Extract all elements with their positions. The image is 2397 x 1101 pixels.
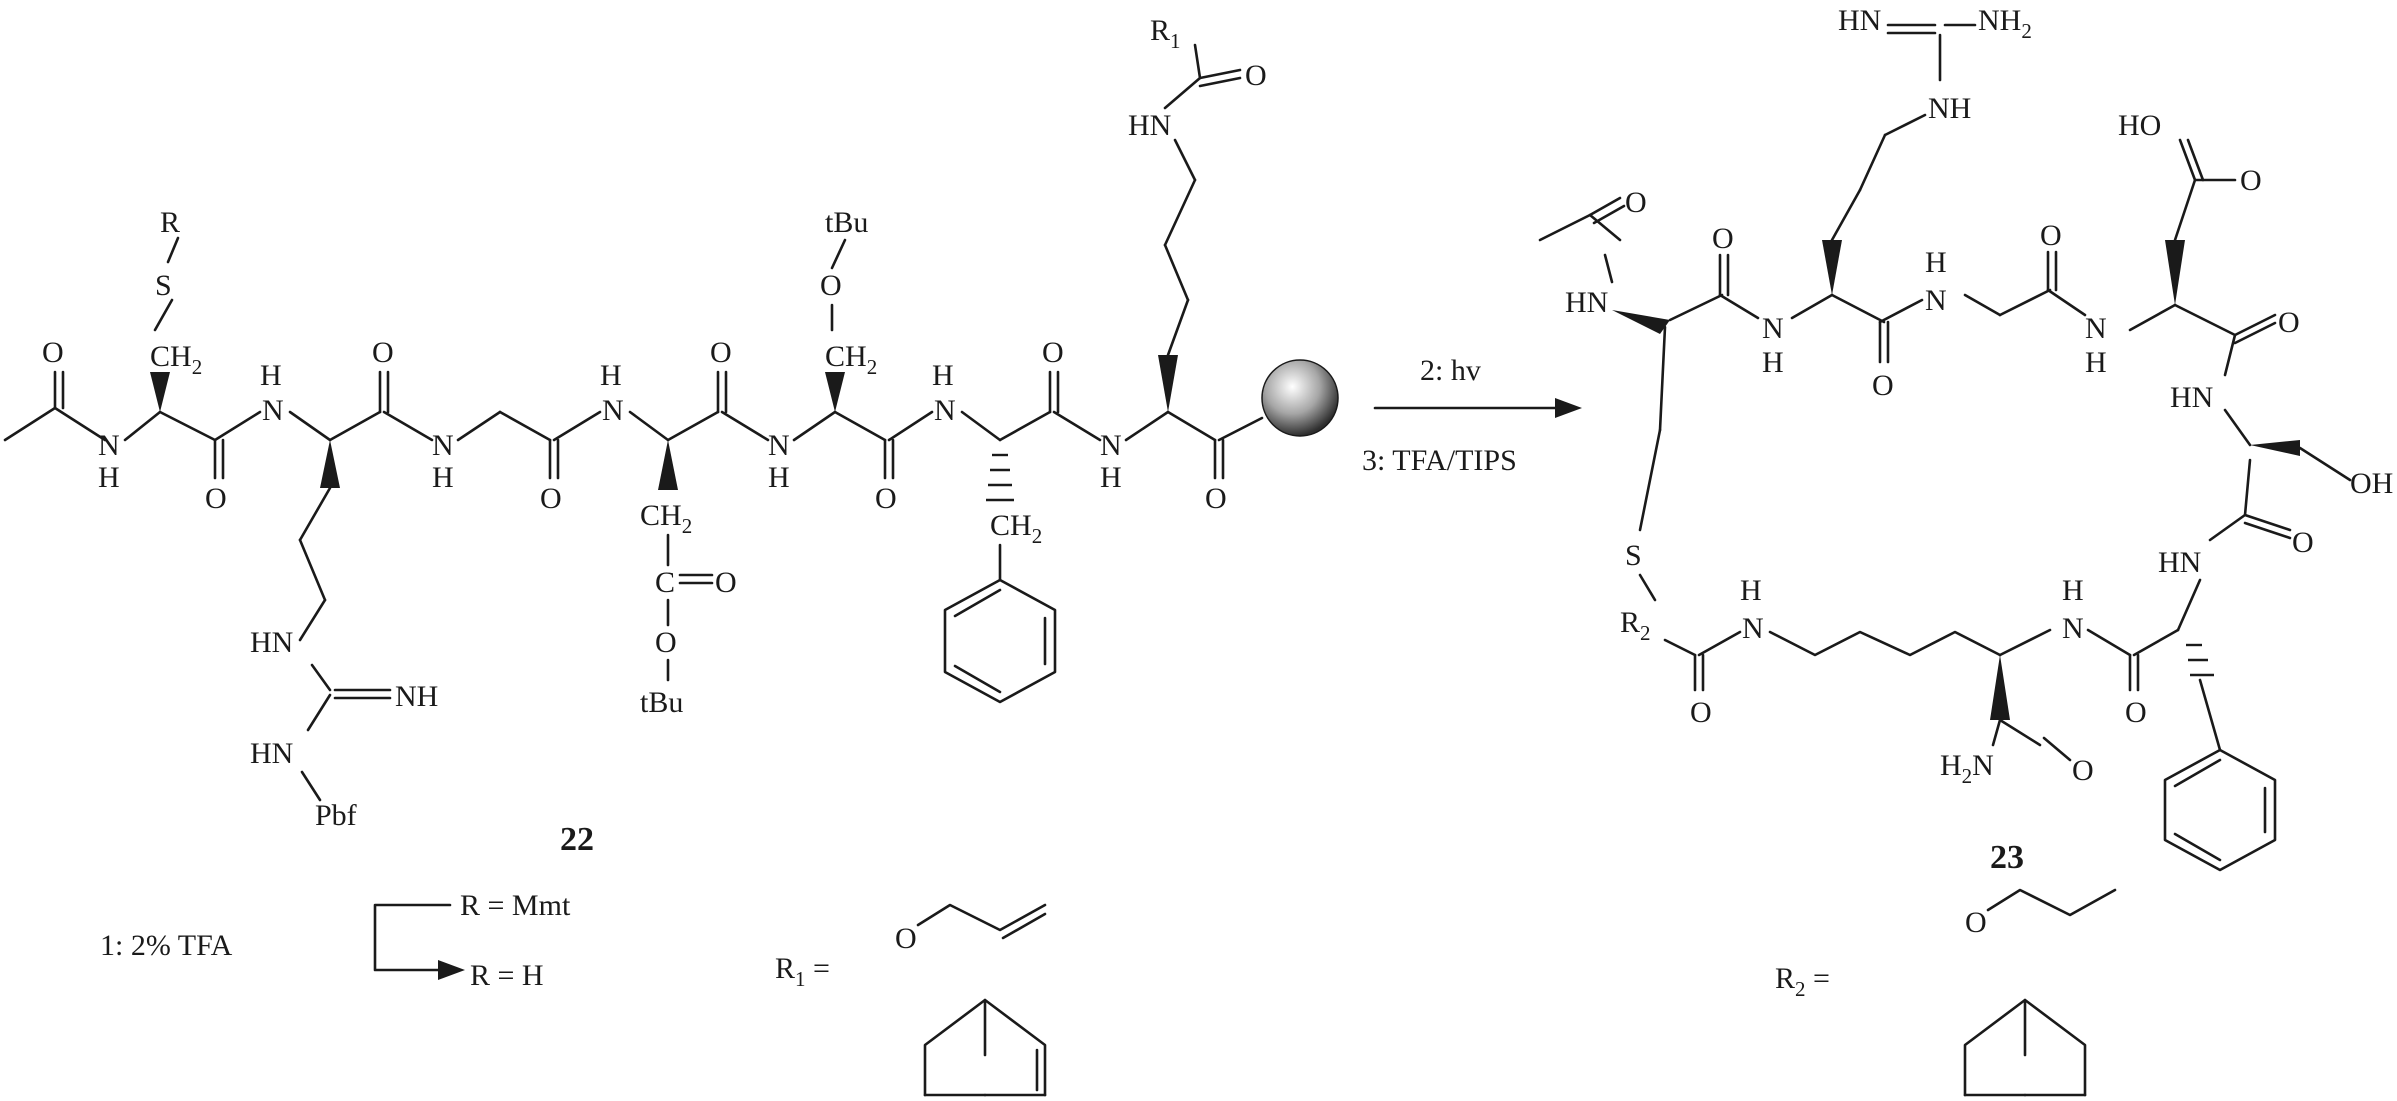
atom-hn: HN — [2158, 546, 2201, 579]
atom-h: H — [1740, 574, 1762, 607]
atom-o: O — [820, 269, 842, 302]
atom-n: N — [768, 429, 790, 462]
r2-definition: R2 = O — [1775, 888, 2117, 1097]
atom-o: O — [715, 566, 737, 599]
atom-h: H — [768, 461, 790, 494]
atom-o: O — [2040, 219, 2062, 252]
atom-s: S — [1625, 539, 1642, 572]
atom-n: N — [934, 394, 956, 427]
atom-s: S — [155, 269, 172, 302]
atom-o: O — [875, 482, 897, 515]
atom-o: O — [1205, 482, 1227, 515]
atom-o: O — [540, 482, 562, 515]
atom-h: H — [260, 359, 282, 392]
atom-h: H — [932, 359, 954, 392]
atom-o: O — [1872, 369, 1894, 402]
atom-o: O — [2278, 306, 2300, 339]
compound-23-structure: O HN S R2 O H N O H2N H N O — [1538, 4, 2393, 872]
atom-n: N — [1100, 429, 1122, 462]
compound-22-number: 22 — [560, 821, 594, 858]
atom-n: N — [98, 429, 120, 462]
atom-n: N — [1925, 284, 1947, 317]
atom-o: O — [1690, 696, 1712, 729]
atom-h: H — [1762, 346, 1784, 379]
atom-o: O — [2292, 526, 2314, 559]
r2-label: R2 — [1620, 606, 1651, 645]
atom-tbu: tBu — [825, 206, 868, 239]
compound-23-number: 23 — [1990, 839, 2024, 876]
atom-o: O — [1965, 906, 1987, 939]
atom-n: N — [1762, 312, 1784, 345]
r2-def-label: R2 = — [1775, 962, 1830, 1001]
atom-r: R — [160, 206, 180, 239]
h2n-label: H2N — [1940, 749, 1994, 788]
r1-definition: R1 = O — [775, 903, 1047, 1097]
compound-22-structure: O N H O CH2 S R H N HN NH HN Pbf — [3, 14, 1339, 832]
atom-tbu: tBu — [640, 686, 683, 719]
atom-h: H — [1925, 246, 1947, 279]
atom-ho: HO — [2118, 109, 2161, 142]
r-mmt-label: R = Mmt — [460, 889, 571, 922]
atom-c: C — [655, 566, 675, 599]
atom-hn: HN — [1838, 4, 1881, 37]
atom-o: O — [1245, 59, 1267, 92]
atom-o: O — [205, 482, 227, 515]
resin-bead — [1261, 359, 1339, 437]
atom-n: N — [262, 394, 284, 427]
atom-h: H — [1100, 461, 1122, 494]
atom-h: H — [600, 359, 622, 392]
r-h-label: R = H — [470, 959, 544, 992]
atom-o: O — [1042, 336, 1064, 369]
atom-o: O — [2125, 696, 2147, 729]
r1-label: R1 — [1150, 14, 1181, 53]
atom-hn: HN — [1128, 109, 1171, 142]
step-1-reagent: 1: 2% TFA — [100, 929, 233, 962]
step-3-reagent: 3: TFA/TIPS — [1362, 444, 1517, 477]
atom-o: O — [1712, 222, 1734, 255]
step-2-reagent: 2: hv — [1420, 354, 1481, 387]
atom-n: N — [1742, 612, 1764, 645]
atom-nh: NH — [1928, 92, 1971, 125]
atom-o: O — [42, 336, 64, 369]
phe-ch2: CH2 — [990, 509, 1042, 548]
ser-ch2: CH2 — [825, 340, 877, 379]
atom-h: H — [2062, 574, 2084, 607]
atom-o: O — [2240, 164, 2262, 197]
atom-hn: HN — [250, 626, 293, 659]
arg-nh2: NH2 — [1978, 4, 2032, 43]
atom-h: H — [98, 461, 120, 494]
norbornene-ring — [923, 998, 1047, 1097]
atom-hn: HN — [1565, 286, 1608, 319]
atom-n: N — [432, 429, 454, 462]
atom-o: O — [372, 336, 394, 369]
atom-n: N — [602, 394, 624, 427]
reaction-arrow-group: 2: hv 3: TFA/TIPS — [1362, 354, 1582, 477]
norbornane-ring — [1963, 998, 2087, 1097]
atom-h: H — [432, 461, 454, 494]
atom-o: O — [655, 626, 677, 659]
atom-o: O — [1625, 186, 1647, 219]
atom-hn: HN — [250, 737, 293, 770]
atom-nh: NH — [395, 680, 438, 713]
atom-o: O — [710, 336, 732, 369]
atom-n: N — [2085, 312, 2107, 345]
atom-n: N — [2062, 612, 2084, 645]
atom-o: O — [895, 922, 917, 955]
step-1-annotation: 1: 2% TFA R = Mmt R = H — [100, 889, 571, 992]
atom-o: O — [2072, 754, 2094, 787]
asp-ch2: CH2 — [640, 499, 692, 538]
r1-def-label: R1 = — [775, 952, 830, 991]
cys-ch2: CH2 — [150, 340, 202, 379]
atom-hn: HN — [2170, 381, 2213, 414]
atom-oh: OH — [2350, 467, 2393, 500]
atom-pbf: Pbf — [315, 799, 357, 832]
atom-h: H — [2085, 346, 2107, 379]
